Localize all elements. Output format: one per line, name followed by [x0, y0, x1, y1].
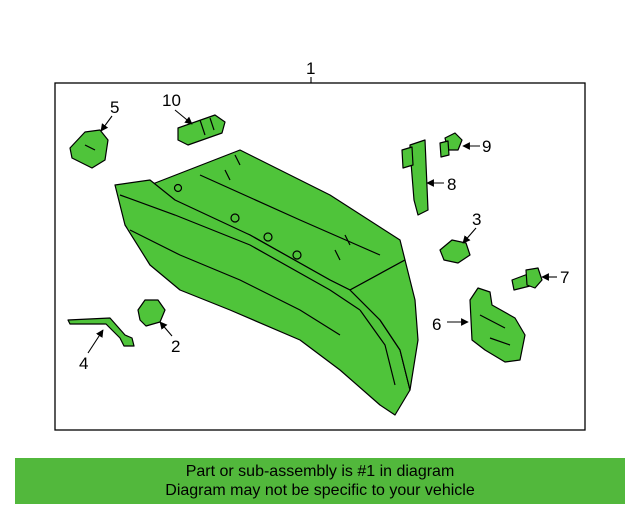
leader-5: [100, 115, 113, 132]
info-banner: Part or sub-assembly is #1 in diagram Di…: [15, 458, 625, 504]
callout-7: 7: [560, 268, 569, 287]
part-9-bolt: [439, 132, 463, 158]
leader-3: [462, 227, 477, 244]
callout-10: 10: [162, 91, 181, 110]
callout-4: 4: [79, 354, 88, 373]
part-5-latch: [69, 129, 109, 169]
callout-6: 6: [432, 315, 441, 334]
callout-8: 8: [447, 175, 456, 194]
leader-4: [87, 329, 104, 354]
banner-line-1: Part or sub-assembly is #1 in diagram: [185, 463, 455, 480]
callout-9: 9: [482, 137, 491, 156]
part-7-screw: [511, 267, 543, 291]
part-6-bracket: [469, 287, 526, 363]
part-2-stopper: [137, 299, 166, 327]
leader-10: [174, 109, 193, 125]
part-3-bumper: [439, 239, 471, 264]
part-8-hinge-pin: [401, 139, 429, 216]
glove-box-assembly: [114, 149, 419, 416]
callout-5: 5: [110, 98, 119, 117]
part-4-damper-rod: [67, 317, 135, 347]
leader-2: [159, 321, 173, 337]
callout-2: 2: [171, 337, 180, 356]
banner-line-2: Diagram may not be specific to your vehi…: [165, 482, 475, 499]
callout-3: 3: [472, 210, 481, 229]
parts-diagram: 1 10 5 8 9: [54, 59, 586, 431]
part-10-clip: [177, 114, 226, 146]
callout-1: 1: [306, 59, 315, 78]
diagram-frame: [54, 82, 586, 431]
